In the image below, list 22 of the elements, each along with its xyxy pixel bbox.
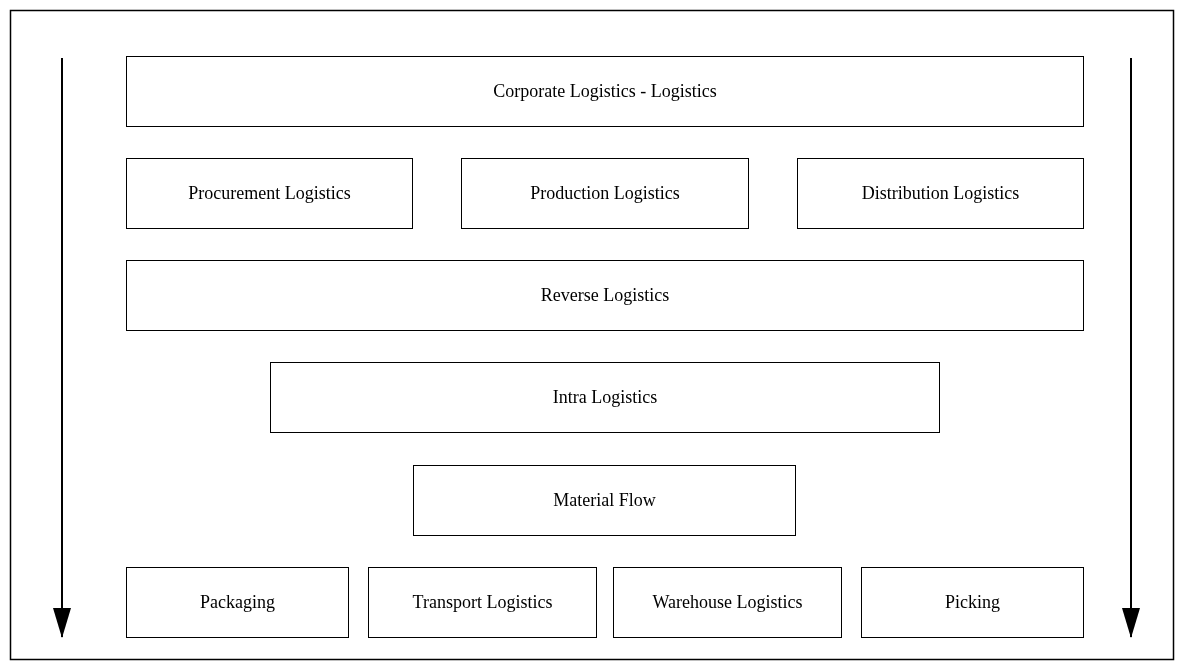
level-box bbox=[270, 362, 940, 433]
box-label: Transport Logistics bbox=[412, 592, 553, 613]
level-box bbox=[413, 465, 796, 536]
box-label: Warehouse Logistics bbox=[652, 592, 803, 613]
level-box bbox=[797, 158, 1084, 229]
box-label: Procurement Logistics bbox=[188, 183, 351, 204]
box-label: Reverse Logistics bbox=[540, 285, 670, 306]
level-box bbox=[368, 567, 597, 638]
box-label: Corporate Logistics - Logistics bbox=[493, 81, 717, 102]
level-box bbox=[126, 56, 1084, 127]
box-label: Production Logistics bbox=[530, 183, 680, 204]
box-label: Material Flow bbox=[553, 490, 656, 511]
level-box bbox=[126, 158, 413, 229]
box-label: Picking bbox=[945, 592, 1000, 613]
level-box bbox=[126, 260, 1084, 331]
level-box bbox=[861, 567, 1084, 638]
level-box bbox=[126, 567, 349, 638]
level-box bbox=[613, 567, 842, 638]
box-label: Intra Logistics bbox=[552, 387, 658, 408]
box-label: Distribution Logistics bbox=[861, 183, 1020, 204]
box-label: Packaging bbox=[200, 592, 275, 613]
level-box bbox=[461, 158, 749, 229]
